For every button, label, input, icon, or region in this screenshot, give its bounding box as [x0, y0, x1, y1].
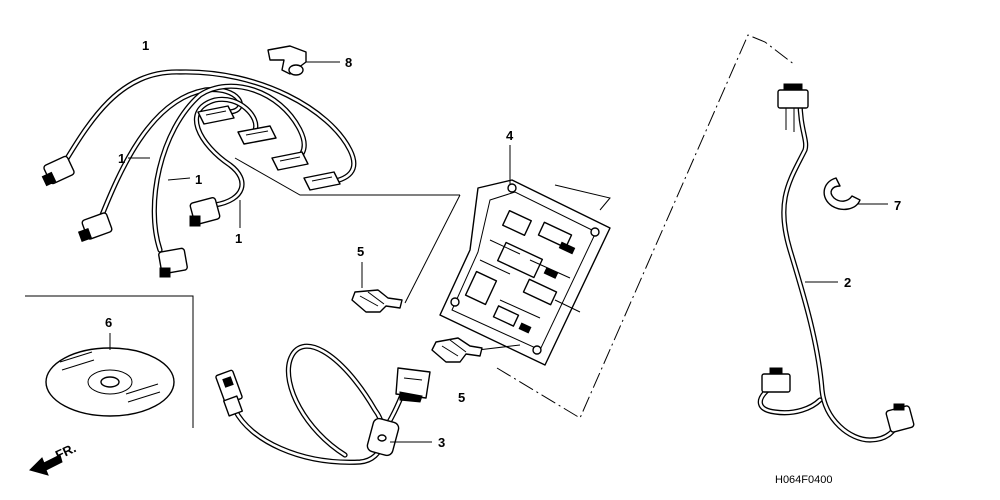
cd-part-6 — [25, 295, 194, 428]
callout-4: 4 — [506, 128, 514, 143]
plug-connector — [158, 247, 188, 278]
mounting-hole — [532, 345, 542, 355]
circuit-components — [464, 209, 581, 334]
sub-harness-group — [41, 69, 460, 278]
ring-clip-part-7 — [823, 177, 888, 211]
clamp-part-8 — [267, 45, 340, 76]
callout-1-top: 1 — [142, 38, 149, 53]
clip-part-5-lower — [431, 337, 483, 363]
flat-connector — [197, 105, 235, 125]
assembly-boundary-line — [496, 34, 796, 419]
harness-top-connector — [777, 83, 809, 132]
usb-plug — [215, 369, 244, 417]
callout-5-lower: 5 — [458, 390, 465, 405]
plug-connector — [77, 212, 113, 243]
flat-connector — [303, 171, 341, 191]
mounting-hole — [590, 227, 600, 237]
front-direction-arrow — [29, 454, 63, 476]
plug-connector — [41, 155, 75, 187]
harness-left-connector — [761, 367, 791, 393]
drawing-code: H064F0400 — [775, 474, 833, 486]
usb-cable-part-3 — [215, 343, 432, 465]
mounting-hole — [450, 297, 460, 307]
callout-2: 2 — [844, 275, 851, 290]
callout-7: 7 — [894, 198, 901, 213]
clip-part-5-upper — [351, 262, 403, 313]
callout-5-upper: 5 — [357, 244, 364, 259]
callout-1-mid: 1 — [195, 172, 202, 187]
ferrite-core — [366, 417, 400, 457]
callout-3: 3 — [438, 435, 445, 450]
callout-8: 8 — [345, 55, 352, 70]
callout-1-bottom: 1 — [235, 231, 242, 246]
callout-6: 6 — [105, 315, 112, 330]
interface-module — [395, 367, 431, 403]
main-harness-part-2 — [757, 83, 915, 443]
direction-label: FR. — [53, 440, 78, 462]
plug-connector — [189, 196, 221, 227]
callout-1-left: 1 — [118, 151, 125, 166]
control-unit-board — [404, 145, 611, 366]
flat-connector — [237, 125, 277, 145]
harness-right-connector — [885, 403, 915, 433]
mounting-hole — [507, 183, 517, 193]
flat-connector — [271, 151, 309, 171]
